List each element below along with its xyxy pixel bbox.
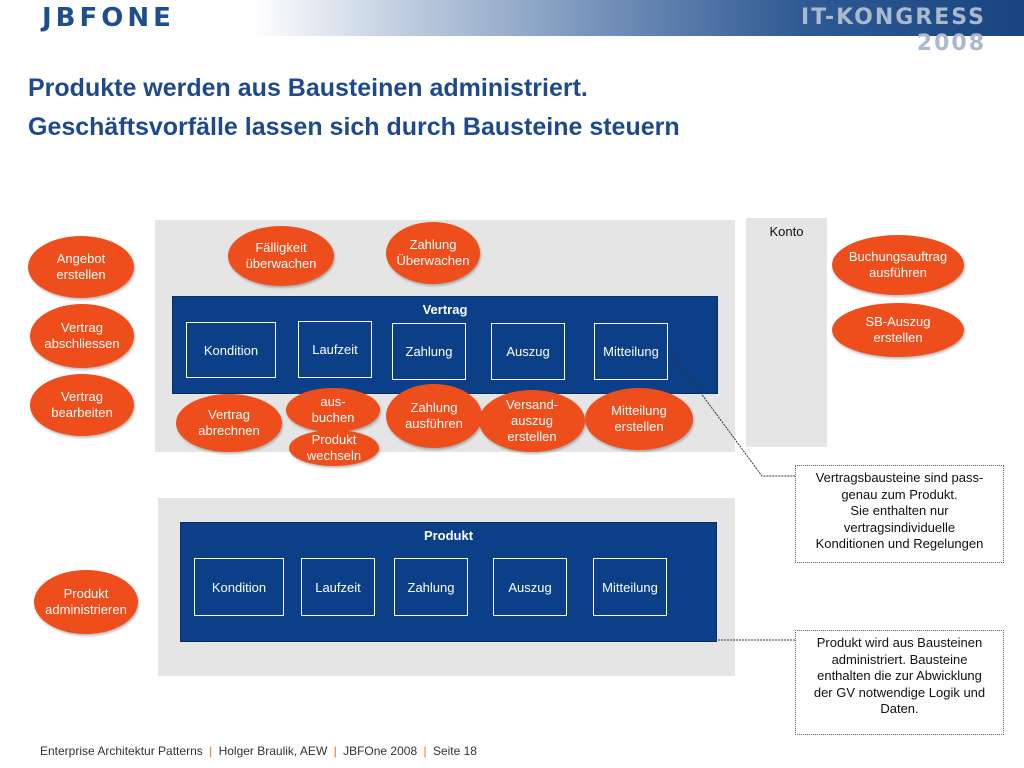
action-buchungsauftrag-ausfuehren[interactable]: Buchungsauftrag ausführen bbox=[832, 235, 964, 295]
action-sb-auszug-erstellen[interactable]: SB-Auszug erstellen bbox=[832, 303, 964, 357]
produkt-callout: Produkt wird aus Bausteinen administrier… bbox=[795, 630, 1004, 735]
vertrag-module-laufzeit: Laufzeit bbox=[298, 321, 372, 378]
produkt-module-mitteilung: Mitteilung bbox=[593, 558, 667, 616]
footer-page-number: Seite 18 bbox=[432, 744, 477, 758]
vertrag-title: Vertrag bbox=[422, 302, 468, 317]
slide-title-line-1: Produkte werden aus Bausteinen administr… bbox=[28, 74, 588, 102]
action-faelligkeit-ueberwachen[interactable]: Fälligkeit überwachen bbox=[228, 226, 334, 286]
action-vertrag-bearbeiten[interactable]: Vertrag bearbeiten bbox=[30, 374, 134, 436]
produkt-box bbox=[180, 522, 717, 642]
jbfone-logo: JBFONE bbox=[42, 3, 175, 33]
vertrag-module-kondition: Kondition bbox=[186, 322, 276, 378]
action-produkt-administrieren[interactable]: Produkt administrieren bbox=[34, 570, 138, 634]
action-vertrag-abschliessen[interactable]: Vertrag abschliessen bbox=[30, 304, 134, 368]
footer: Enterprise Architektur Patterns | Holger… bbox=[40, 744, 477, 758]
header-band bbox=[0, 0, 1024, 36]
footer-author: Holger Braulik, AEW bbox=[218, 744, 328, 758]
action-angebot-erstellen[interactable]: Angebot erstellen bbox=[28, 236, 134, 298]
footer-event: JBFOne 2008 bbox=[343, 744, 418, 758]
action-ausbuchen[interactable]: aus- buchen bbox=[286, 388, 380, 432]
produkt-title: Produkt bbox=[423, 528, 474, 543]
footer-separator: | bbox=[209, 744, 213, 758]
footer-separator: | bbox=[423, 744, 427, 758]
slide-title-line-2: Geschäftsvorfälle lassen sich durch Baus… bbox=[28, 113, 680, 141]
produkt-module-laufzeit: Laufzeit bbox=[301, 558, 375, 616]
action-produkt-wechseln[interactable]: Produkt wechseln bbox=[289, 430, 379, 466]
action-zahlung-ueberwachen[interactable]: Zahlung Überwachen bbox=[386, 222, 480, 284]
congress-label: IT-KONGRESS 2008 bbox=[801, 5, 986, 56]
footer-topic: Enterprise Architektur Patterns bbox=[40, 744, 203, 758]
action-zahlung-ausfuehren[interactable]: Zahlung ausführen bbox=[386, 384, 482, 448]
action-mitteilung-erstellen[interactable]: Mitteilung erstellen bbox=[585, 388, 693, 450]
vertrag-module-mitteilung: Mitteilung bbox=[594, 323, 668, 380]
action-vertrag-abrechnen[interactable]: Vertrag abrechnen bbox=[176, 394, 282, 452]
vertrag-module-zahlung: Zahlung bbox=[392, 323, 466, 380]
produkt-module-kondition: Kondition bbox=[194, 558, 284, 616]
produkt-module-zahlung: Zahlung bbox=[394, 558, 468, 616]
action-versandauszug-erstellen[interactable]: Versand- auszug erstellen bbox=[479, 390, 585, 452]
konto-label: Konto bbox=[769, 224, 804, 239]
vertrag-module-auszug: Auszug bbox=[491, 323, 565, 380]
vertrag-callout: Vertragsbausteine sind pass- genau zum P… bbox=[795, 465, 1004, 563]
footer-separator: | bbox=[333, 744, 337, 758]
produkt-module-auszug: Auszug bbox=[493, 558, 567, 616]
konto-panel bbox=[746, 218, 827, 447]
